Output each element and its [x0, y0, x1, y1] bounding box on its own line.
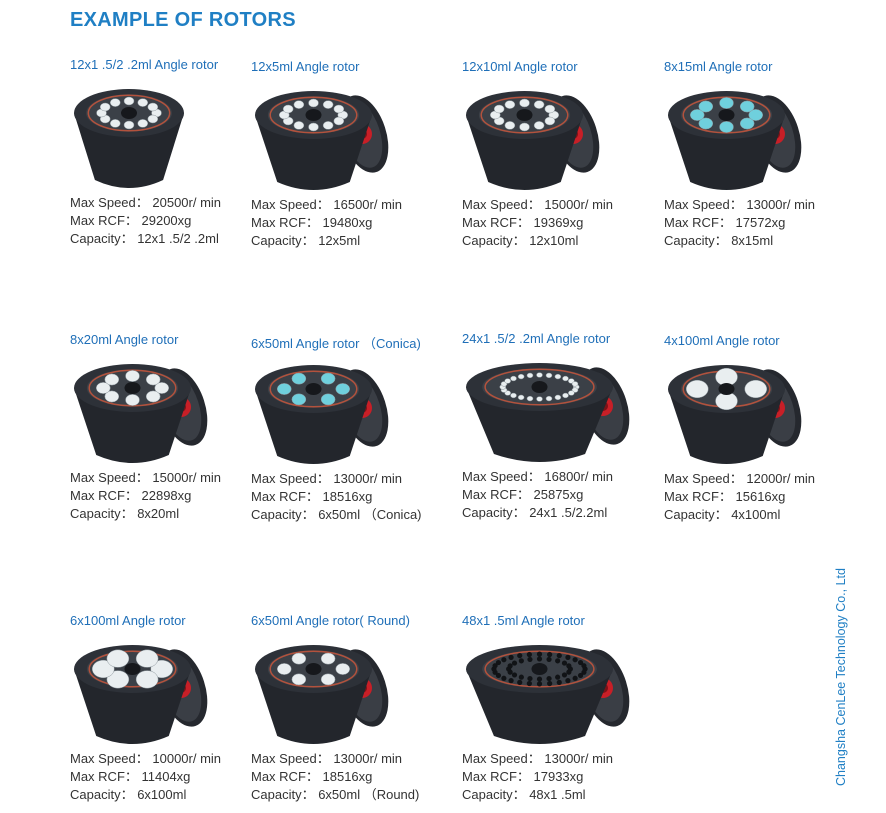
capacity-text: Capacity： 4x100ml	[664, 507, 781, 522]
capacity-text: Capacity： 12x1 .5/2 .2ml	[70, 231, 219, 246]
capacity-text: Capacity： 6x50ml （Conica)	[251, 507, 422, 522]
max-speed-text: Max Speed： 10000r/ min	[70, 751, 222, 766]
max-speed-text: Max Speed： 16800r/ min	[462, 469, 614, 484]
max-speed-text: Max Speed： 13000r/ min	[251, 471, 403, 486]
rotor-12-tube-lid-icon	[255, 91, 389, 190]
rotor-title: 48x1 .5ml Angle rotor	[462, 613, 585, 628]
capacity-text: Capacity： 6x100ml	[70, 787, 187, 802]
rotor-image	[462, 633, 657, 753]
page-title: EXAMPLE OF ROTORS	[70, 9, 296, 31]
capacity-text: Capacity： 12x5ml	[251, 233, 361, 248]
rotor-48-hole-lid-icon	[466, 645, 630, 744]
rotor-4-bottle-lid-icon	[668, 365, 802, 464]
rotor-title: 4x100ml Angle rotor	[664, 333, 780, 348]
rotor-title: 8x15ml Angle rotor	[664, 59, 773, 74]
max-rcf-text: Max RCF： 18516xg	[251, 768, 373, 784]
max-rcf-text: Max RCF： 17572xg	[664, 214, 786, 230]
rotor-title: 24x1 .5/2 .2ml Angle rotor	[462, 331, 611, 346]
max-rcf-text: Max RCF： 15616xg	[664, 488, 786, 504]
capacity-text: Capacity： 12x10ml	[462, 233, 579, 248]
rotor-image	[664, 79, 829, 199]
rotor-card: 6x50ml Angle rotor （Conica) Max Speed： 13…	[251, 333, 451, 533]
rotor-card: 6x50ml Angle rotor( Round) Max Speed： 130…	[251, 613, 451, 813]
max-rcf-text: Max RCF： 19369xg	[462, 214, 584, 230]
max-rcf-text: Max RCF： 18516xg	[251, 488, 373, 504]
rotor-image	[664, 353, 829, 473]
rotor-6-white-lid-icon	[255, 645, 389, 744]
max-speed-text: Max Speed： 12000r/ min	[664, 471, 816, 486]
rotor-title: 6x100ml Angle rotor	[70, 613, 186, 628]
max-speed-text: Max Speed： 15000r/ min	[462, 197, 614, 212]
max-speed-text: Max Speed： 13000r/ min	[251, 751, 403, 766]
max-speed-text: Max Speed： 15000r/ min	[70, 470, 222, 485]
max-rcf-text: Max RCF： 11404xg	[70, 768, 191, 784]
max-speed-text: Max Speed： 16500r/ min	[251, 197, 403, 212]
capacity-text: Capacity： 24x1 .5/2.2ml	[462, 505, 608, 520]
capacity-text: Capacity： 8x20ml	[70, 506, 180, 521]
rotor-24-tube-lid-icon	[466, 363, 630, 462]
max-rcf-text: Max RCF： 19480xg	[251, 214, 373, 230]
max-rcf-text: Max RCF： 25875xg	[462, 486, 584, 502]
rotor-image	[70, 633, 235, 753]
rotor-6-bottle-lid-icon	[74, 645, 208, 744]
rotor-8-tube-lid-icon	[74, 364, 208, 463]
rotor-image	[251, 79, 416, 199]
capacity-text: Capacity： 8x15ml	[664, 233, 774, 248]
rotor-6-cyan-lid-icon	[255, 365, 389, 464]
rotor-12-tube-lid-icon	[466, 91, 600, 190]
company-vertical-text: Changsha CenLee Technology Co., Ltd	[834, 568, 848, 786]
max-rcf-text: Max RCF： 17933xg	[462, 768, 584, 784]
rotor-title: 12x1 .5/2 .2ml Angle rotor	[70, 57, 219, 72]
rotor-title: 8x20ml Angle rotor	[70, 332, 179, 347]
rotor-image	[462, 79, 627, 199]
max-speed-text: Max Speed： 13000r/ min	[462, 751, 614, 766]
capacity-text: Capacity： 48x1 .5ml	[462, 787, 586, 802]
rotor-image	[462, 351, 657, 471]
rotor-image	[70, 77, 188, 197]
rotor-title: 12x5ml Angle rotor	[251, 59, 360, 74]
max-speed-text: Max Speed： 20500r/ min	[70, 195, 222, 210]
rotor-title: 6x50ml Angle rotor( Round)	[251, 613, 410, 628]
rotor-image	[251, 633, 416, 753]
max-speed-text: Max Speed： 13000r/ min	[664, 197, 816, 212]
max-rcf-text: Max RCF： 22898xg	[70, 487, 192, 503]
rotor-title: 12x10ml Angle rotor	[462, 59, 578, 74]
max-rcf-text: Max RCF： 29200xg	[70, 212, 192, 228]
rotor-title: 6x50ml Angle rotor （Conica)	[251, 336, 421, 351]
rotor-8-cyan-lid-icon	[668, 91, 802, 190]
rotor-12-tube-icon	[74, 89, 184, 188]
rotor-image	[251, 353, 416, 473]
rotor-image	[70, 352, 235, 472]
capacity-text: Capacity： 6x50ml （Round)	[251, 787, 420, 802]
